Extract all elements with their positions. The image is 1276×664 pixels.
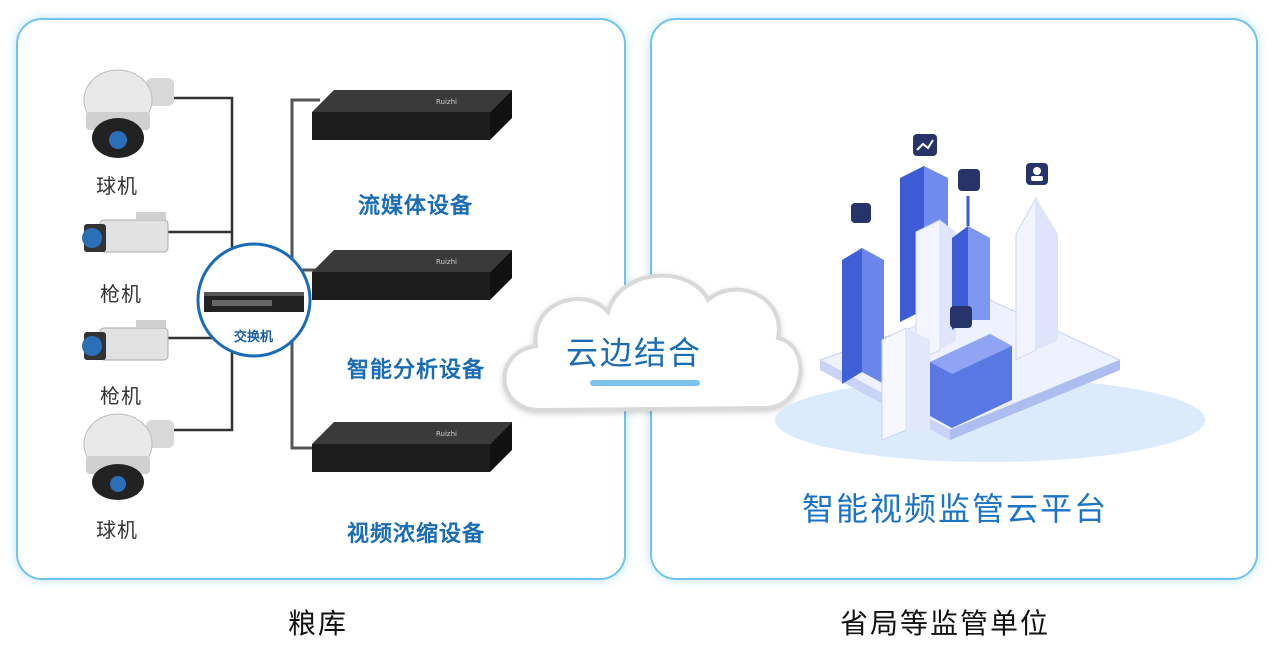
platform-title: 智能视频监管云平台 [802,490,1109,528]
smart-city-illustration [775,134,1205,462]
streaming-device-icon: Ruizhi [312,90,512,140]
dome-camera-icon [83,69,174,158]
svg-text:Ruizhi: Ruizhi [436,258,457,266]
device-label-streaming: 流媒体设备 [358,194,474,219]
bullet-camera-icon [82,320,169,361]
camera-label: 球机 [96,518,138,542]
camera-label: 枪机 [100,384,142,408]
device-label-analysis: 智能分析设备 [347,358,486,383]
switch-icon [196,242,312,358]
svg-text:Ruizhi: Ruizhi [436,98,457,106]
dome-camera-icon [83,413,174,500]
analysis-device-icon: Ruizhi [312,250,512,300]
bullet-camera-icon [82,212,169,253]
cloud-label: 云边结合 [566,334,703,372]
cloud-icon [502,273,803,413]
device-label-condensation: 视频浓缩设备 [347,522,486,547]
camera-label: 枪机 [100,282,142,306]
switch-label: 交换机 [234,330,274,345]
supervisor-caption: 省局等监管单位 [840,607,1051,640]
site-caption: 粮库 [288,607,349,640]
condensation-device-icon: Ruizhi [312,422,512,472]
svg-text:Ruizhi: Ruizhi [436,430,457,438]
camera-label: 球机 [96,174,138,198]
